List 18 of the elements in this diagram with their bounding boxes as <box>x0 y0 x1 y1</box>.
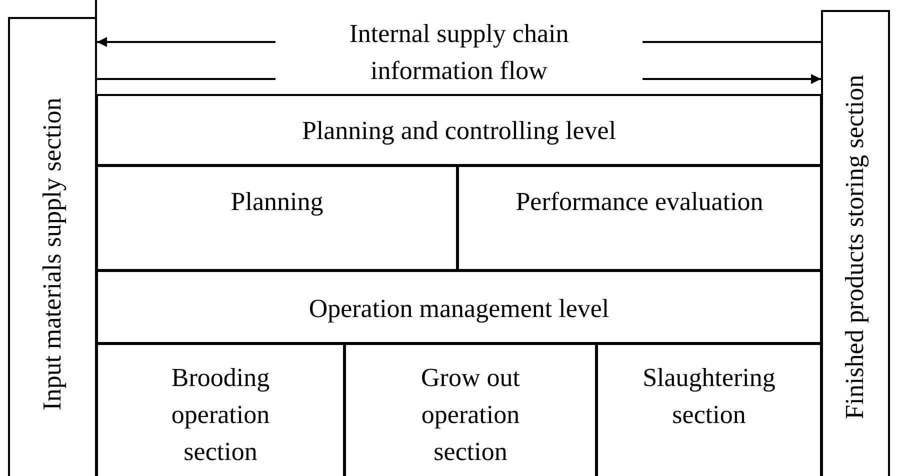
cell-label: Planning <box>230 186 324 218</box>
level-cell <box>457 165 822 271</box>
level-cell <box>344 343 597 476</box>
level-cell <box>96 270 822 344</box>
level-cell <box>96 343 345 476</box>
side-section-box <box>8 17 97 476</box>
cell-label: Slaughtering section <box>642 362 776 431</box>
section-label: Input materials supply section <box>38 98 68 410</box>
cell-label: Operation management level <box>308 293 610 325</box>
level-cell <box>596 343 822 476</box>
cell-label: Planning and controlling level <box>302 115 616 147</box>
cell-label: Grow out operation section <box>420 362 521 468</box>
section-label: Finished products storing section <box>840 74 870 420</box>
level-cell <box>96 94 822 166</box>
cell-label: Performance evaluation <box>516 186 764 218</box>
side-section-box <box>821 10 890 476</box>
cell-label: Brooding operation section <box>170 362 271 468</box>
level-cell <box>96 165 458 271</box>
